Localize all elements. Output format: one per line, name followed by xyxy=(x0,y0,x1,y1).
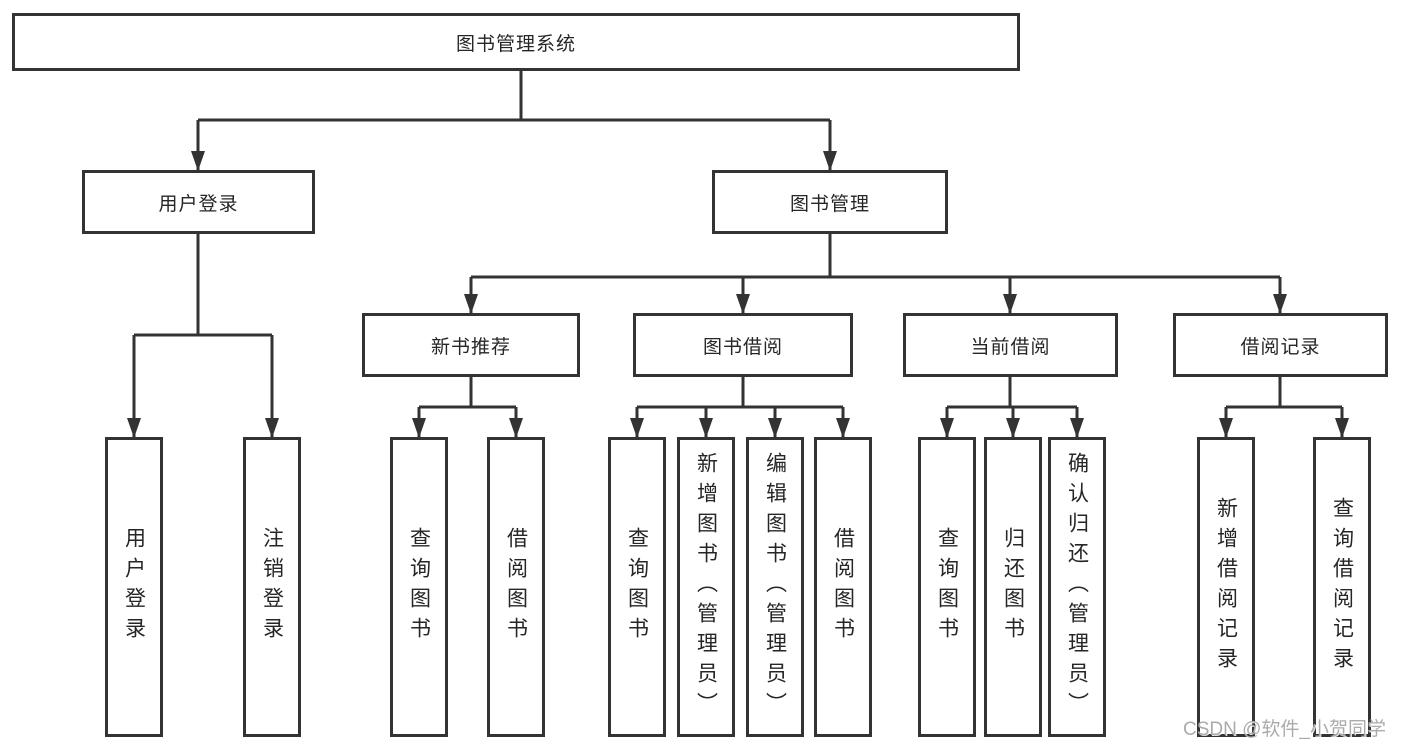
node-confirm-return-admin: 确认归还（管理员） xyxy=(1048,437,1106,737)
csdn-watermark: CSDN @软件_小贺同学 xyxy=(1183,719,1386,740)
node-query-books-borrow: 查询图书 xyxy=(608,437,666,737)
node-label: 借阅图书 xyxy=(831,527,855,647)
node-label: 用户登录 xyxy=(158,193,239,215)
node-label: 编辑图书（管理员） xyxy=(763,452,787,722)
node-user-login: 用户登录 xyxy=(82,170,315,234)
node-add-borrow-record: 新增借阅记录 xyxy=(1197,437,1255,737)
node-current-borrowing: 当前借阅 xyxy=(903,313,1118,377)
node-label: 图书管理 xyxy=(789,193,870,215)
node-label: 查询图书 xyxy=(625,527,649,647)
node-label: 确认归还（管理员） xyxy=(1065,452,1089,722)
node-label: 注销登录 xyxy=(260,527,284,647)
node-label: 借阅图书 xyxy=(504,527,528,647)
node-user-login-leaf: 用户登录 xyxy=(105,437,163,737)
node-borrow-books-recommend: 借阅图书 xyxy=(487,437,545,737)
node-label: 查询图书 xyxy=(407,527,431,647)
node-label: 新增借阅记录 xyxy=(1214,497,1238,677)
node-label: 查询图书 xyxy=(935,527,959,647)
node-library-management-system: 图书管理系统 xyxy=(12,13,1020,71)
node-book-management: 图书管理 xyxy=(712,170,948,234)
node-borrowing-records: 借阅记录 xyxy=(1173,313,1388,377)
node-label: 图书借阅 xyxy=(702,336,783,358)
node-label: 新增图书（管理员） xyxy=(694,452,718,722)
node-query-books-recommend: 查询图书 xyxy=(390,437,448,737)
node-edit-books-admin: 编辑图书（管理员） xyxy=(746,437,804,737)
node-logout: 注销登录 xyxy=(243,437,301,737)
node-label: 图书管理系统 xyxy=(455,33,576,55)
node-label: 归还图书 xyxy=(1001,527,1025,647)
node-new-book-recommendation: 新书推荐 xyxy=(362,313,580,377)
node-book-borrowing: 图书借阅 xyxy=(633,313,853,377)
node-label: 用户登录 xyxy=(122,527,146,647)
node-label: 借阅记录 xyxy=(1240,336,1321,358)
node-return-books: 归还图书 xyxy=(984,437,1042,737)
node-borrow-books-leaf: 借阅图书 xyxy=(814,437,872,737)
node-label: 查询借阅记录 xyxy=(1330,497,1354,677)
node-query-borrow-record: 查询借阅记录 xyxy=(1313,437,1371,737)
node-add-books-admin: 新增图书（管理员） xyxy=(677,437,735,737)
node-query-books-current: 查询图书 xyxy=(918,437,976,737)
node-label: 新书推荐 xyxy=(430,336,511,358)
node-label: 当前借阅 xyxy=(970,336,1051,358)
